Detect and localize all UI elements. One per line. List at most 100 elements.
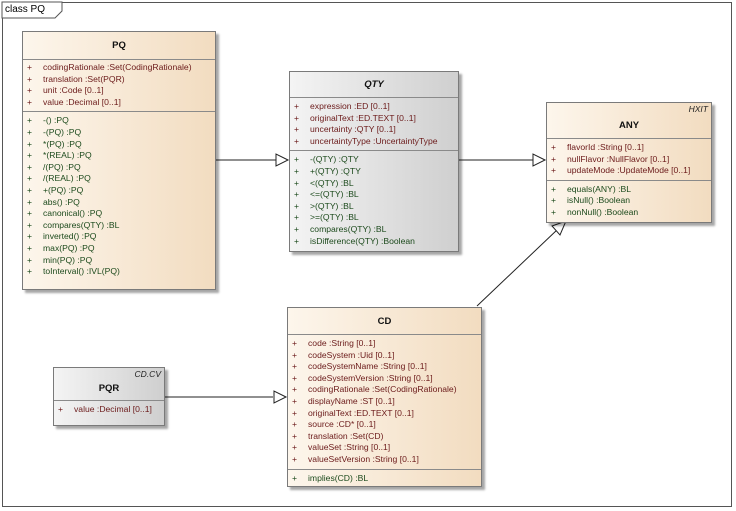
operation-row[interactable]: +implies(CD) :BL [291, 473, 478, 485]
operation-row[interactable]: +-() :PQ [26, 115, 212, 127]
class-pqr[interactable]: CD.CV PQR +value :Decimal [0..1] [53, 367, 165, 426]
class-pq[interactable]: PQ +codingRationale :Set(CodingRationale… [22, 31, 216, 290]
operation-row[interactable]: +toInterval() :IVL(PQ) [26, 266, 212, 278]
attribute-row[interactable]: +originalText :ED.TEXT [0..1] [291, 408, 478, 420]
attribute-row-text: nullFlavor :NullFlavor [0..1] [567, 153, 670, 164]
operation-row[interactable]: +equals(ANY) :BL [550, 184, 708, 196]
operation-row[interactable]: +*(PQ) :PQ [26, 139, 212, 151]
operation-row[interactable]: +/(PQ) :PQ [26, 162, 212, 174]
attribute-row-text: uncertaintyType :UncertaintyType [310, 135, 438, 146]
attribute-row-text: value :Decimal [0..1] [43, 96, 121, 107]
class-cd[interactable]: CD +code :String [0..1]+codeSystem :Uid … [287, 307, 482, 487]
frame-tab-label: class PQ [5, 4, 46, 15]
operation-row[interactable]: + compares(QTY) :BL [26, 220, 212, 232]
visibility-marker: + [551, 142, 557, 152]
operation-row[interactable]: + compares(QTY) :BL [293, 224, 455, 236]
visibility-marker: + [551, 153, 557, 164]
attribute-row-text: expression :ED [0..1] [310, 101, 390, 111]
visibility-marker: + [27, 173, 33, 184]
attribute-row[interactable]: + value :Decimal [0..1] [57, 404, 161, 416]
operation-row-text: compares(QTY) :BL [310, 223, 387, 234]
attribute-row[interactable]: +updateMode :UpdateMode [0..1] [550, 165, 708, 177]
visibility-marker: + [27, 219, 33, 230]
operation-row[interactable]: +abs() :PQ [26, 197, 212, 209]
attribute-row-text: value :Decimal [0..1] [74, 404, 152, 414]
attribute-row[interactable]: +translation :Set(CD) [291, 431, 478, 443]
visibility-marker: + [58, 404, 64, 414]
attribute-row[interactable]: +codeSystemVersion :String [0..1] [291, 373, 478, 385]
visibility-marker: + [294, 212, 300, 223]
operation-row[interactable]: +isDifference(QTY) :Boolean [293, 236, 455, 248]
visibility-marker: + [27, 150, 33, 161]
class-qty[interactable]: QTY +expression :ED [0..1]+originalText … [289, 71, 459, 252]
attribute-row-text: codingRationale :Set(CodingRationale) [43, 62, 192, 72]
operation-row[interactable]: +canonical() :PQ [26, 208, 212, 220]
operation-row-text: <=(QTY) :BL [310, 189, 359, 200]
operation-row[interactable]: +/(REAL) :PQ [26, 173, 212, 185]
attribute-row[interactable]: +uncertainty :QTY [0..1] [293, 124, 455, 136]
attribute-row-text: displayName :ST [0..1] [308, 395, 395, 406]
attribute-row[interactable]: +flavorId :String [0..1] [550, 142, 708, 154]
attribute-row-text: translation :Set(PQR) [43, 73, 125, 84]
class-pq-operations: +-() :PQ+-(PQ) :PQ+*(PQ) :PQ+*(REAL) :PQ… [23, 111, 215, 280]
operation-row-text: max(PQ) :PQ [43, 242, 95, 253]
attribute-row[interactable]: + codingRationale :Set(CodingRationale) [26, 62, 212, 74]
attribute-row[interactable]: +codingRationale :Set(CodingRationale) [291, 384, 478, 396]
operation-row[interactable]: ++(PQ) :PQ [26, 185, 212, 197]
attribute-row[interactable]: +source :CD* [0..1] [291, 419, 478, 431]
attribute-row[interactable]: +value :Decimal [0..1] [26, 97, 212, 109]
generalization-arrowhead-pqr-cd [273, 390, 288, 404]
visibility-marker: + [292, 338, 298, 348]
operation-row-text: *(PQ) :PQ [43, 138, 82, 149]
visibility-marker: + [294, 223, 300, 234]
operation-row-text: +(PQ) :PQ [43, 184, 84, 195]
visibility-marker: + [294, 154, 300, 165]
attribute-row[interactable]: +translation :Set(PQR) [26, 74, 212, 86]
attribute-row[interactable]: + uncertaintyType :UncertaintyType [293, 136, 455, 148]
attribute-row[interactable]: +originalText :ED.TEXT [0..1] [293, 113, 455, 125]
class-any[interactable]: HXIT ANY +flavorId :String [0..1]+ nullFl… [546, 102, 712, 223]
operation-row-text: abs() :PQ [43, 196, 80, 207]
operation-row[interactable]: + >=(QTY) :BL [293, 212, 455, 224]
operation-row-text: *(REAL) :PQ [43, 150, 92, 161]
visibility-marker: + [27, 62, 33, 72]
operation-row-text: compares(QTY) :BL [43, 219, 120, 230]
operation-row[interactable]: + *(REAL) :PQ [26, 150, 212, 162]
operation-row[interactable]: +<=(QTY) :BL [293, 189, 455, 201]
operation-row-text: -(QTY) :QTY [310, 154, 359, 165]
operation-row[interactable]: ++(QTY) :QTY [293, 166, 455, 178]
operation-row[interactable]: +<(QTY) :BL [293, 178, 455, 190]
operation-row[interactable]: +>(QTY) :BL [293, 201, 455, 213]
operation-row-text: inverted() :PQ [43, 231, 97, 242]
attribute-row[interactable]: +codeSystemName :String [0..1] [291, 361, 478, 373]
visibility-marker: + [292, 395, 298, 406]
visibility-marker: + [294, 135, 300, 146]
attribute-row[interactable]: + nullFlavor :NullFlavor [0..1] [550, 154, 708, 166]
operation-row[interactable]: +min(PQ) :PQ [26, 255, 212, 267]
visibility-marker: + [294, 165, 300, 176]
visibility-marker: + [294, 177, 300, 188]
attribute-row[interactable]: +valueSet :String [0..1] [291, 442, 478, 454]
operation-row-text: >=(QTY) :BL [310, 212, 359, 223]
class-cd-attributes: +code :String [0..1]+codeSystem :Uid [0.… [288, 335, 481, 469]
operation-row[interactable]: +nonNull() :Boolean [550, 207, 708, 219]
attribute-row[interactable]: + displayName :ST [0..1] [291, 396, 478, 408]
operation-row-text: isNull() :Boolean [567, 195, 631, 206]
operation-row[interactable]: +inverted() :PQ [26, 231, 212, 243]
class-qty-operations: +-(QTY) :QTY++(QTY) :QTY+<(QTY) :BL+<=(Q… [290, 150, 458, 250]
visibility-marker: + [27, 208, 33, 219]
operation-row-text: >(QTY) :BL [310, 200, 354, 211]
operation-row-text: implies(CD) :BL [308, 472, 369, 483]
attribute-row[interactable]: +valueSetVersion :String [0..1] [291, 454, 478, 466]
operation-row[interactable]: +max(PQ) :PQ [26, 243, 212, 255]
operation-row[interactable]: + -(QTY) :QTY [293, 154, 455, 166]
operation-row[interactable]: +isNull() :Boolean [550, 195, 708, 207]
attribute-row[interactable]: +expression :ED [0..1] [293, 101, 455, 113]
visibility-marker: + [292, 407, 298, 418]
class-any-stereotype: HXIT [688, 104, 708, 114]
class-any-title: ANY [618, 120, 640, 131]
attribute-row[interactable]: +code :String [0..1] [291, 338, 478, 350]
attribute-row[interactable]: +unit :Code [0..1] [26, 85, 212, 97]
attribute-row[interactable]: +codeSystem :Uid [0..1] [291, 350, 478, 362]
operation-row[interactable]: +-(PQ) :PQ [26, 127, 212, 139]
